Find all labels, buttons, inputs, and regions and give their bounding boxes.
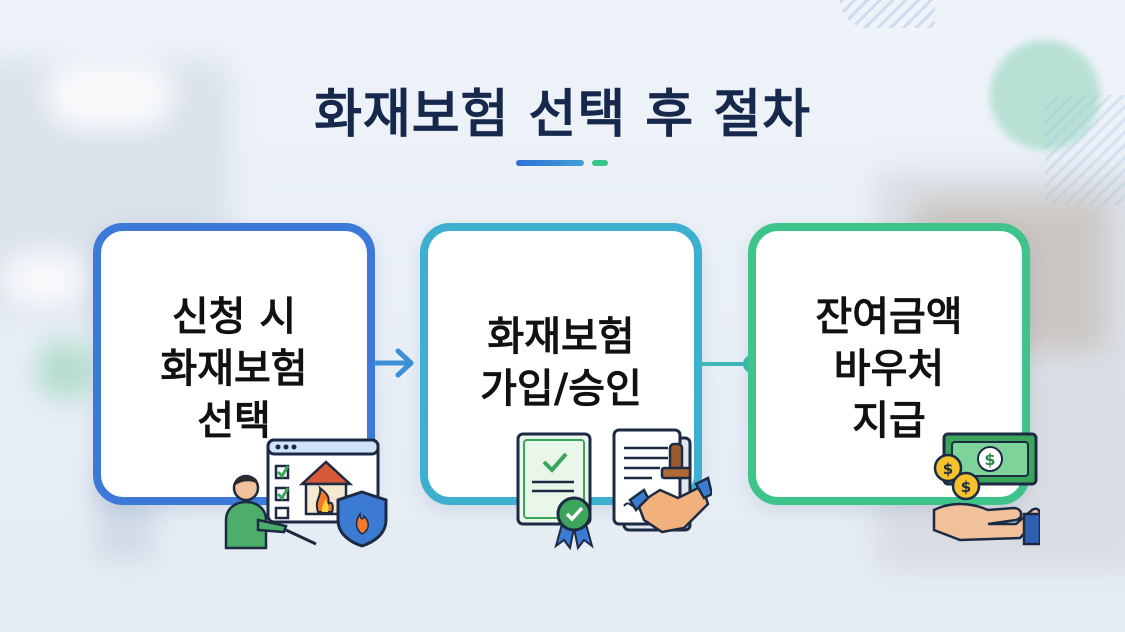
step-3-text: 잔여금액 바우처 지급 <box>756 291 1022 447</box>
background-plant <box>35 340 95 400</box>
step-2-line-1: 화재보험 <box>487 314 635 360</box>
certificate-handshake-icon <box>516 428 712 550</box>
step-1-text: 신청 시 화재보험 선택 <box>101 291 367 447</box>
step-2-line-2: 가입/승인 <box>480 366 642 412</box>
step-1-line-3: 선택 <box>197 398 271 444</box>
svg-text:$: $ <box>961 478 971 496</box>
page-title: 화재보험 선택 후 절차 <box>314 85 811 145</box>
svg-text:$: $ <box>984 450 995 469</box>
title-underline <box>516 160 584 166</box>
step-3-line-2: 바우처 <box>833 346 945 392</box>
background-stripes <box>1045 95 1125 205</box>
svg-text:$: $ <box>943 460 953 478</box>
step-1-line-2: 화재보험 <box>160 346 308 392</box>
background-stripes <box>840 0 935 28</box>
money-hand-icon: $ $ $ <box>932 432 1040 546</box>
step-2-text: 화재보험 가입/승인 <box>428 311 694 415</box>
arrow-right-icon <box>374 348 414 378</box>
step-1-line-1: 신청 시 <box>171 294 297 340</box>
title-underline-accent <box>592 160 608 166</box>
person-fire-insurance-icon <box>224 438 388 550</box>
step-3-line-1: 잔여금액 <box>815 294 963 340</box>
step-card-1: 신청 시 화재보험 선택 <box>93 223 375 505</box>
background-cloud <box>0 250 90 310</box>
step-3-line-3: 지급 <box>852 398 926 444</box>
